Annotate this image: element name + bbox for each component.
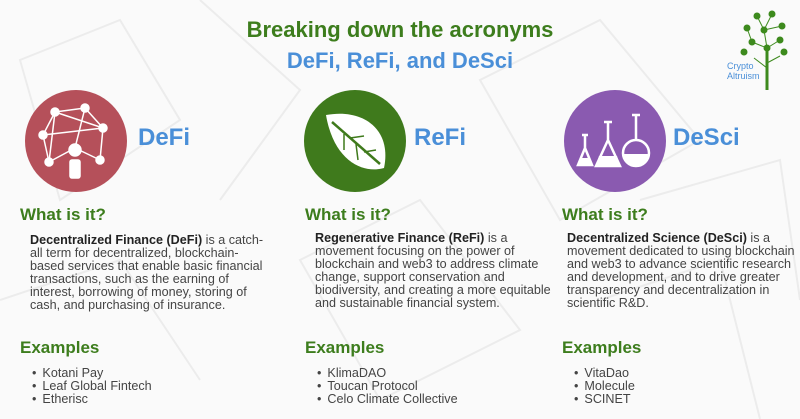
- defi-label: DeFi: [138, 124, 191, 151]
- defi-examples-list: Kotani Pay Leaf Global Fintech Etherisc: [32, 367, 152, 406]
- page-title: Breaking down the acronyms: [246, 17, 554, 42]
- list-item: Etherisc: [32, 393, 152, 406]
- list-item: Celo Climate Collective: [317, 393, 457, 406]
- refi-examples-list: KlimaDAO Toucan Protocol Celo Climate Co…: [317, 367, 458, 406]
- refi-examples-heading: Examples: [305, 338, 385, 357]
- desci-column: What is it? Decentralized Science (DeSci…: [562, 205, 800, 406]
- refi-column: What is it? Regenerative Finance (ReFi) …: [305, 205, 565, 406]
- desci-description: Decentralized Science (DeSci) is a movem…: [567, 231, 795, 310]
- list-item: Toucan Protocol: [317, 380, 458, 393]
- list-item: Kotani Pay: [32, 367, 152, 380]
- list-item: KlimaDAO: [317, 367, 458, 380]
- list-item: VitaDao: [574, 367, 635, 380]
- desci-examples-list: VitaDao Molecule SCINET: [574, 367, 635, 406]
- defi-column: What is it? Decentralized Finance (DeFi)…: [20, 205, 280, 406]
- desci-flasks-icon: [564, 90, 666, 192]
- desci-label: DeSci: [673, 124, 740, 151]
- refi-leaf-icon: [304, 90, 406, 192]
- defi-examples-heading: Examples: [20, 338, 100, 357]
- refi-description: Regenerative Finance (ReFi) is a movemen…: [315, 231, 551, 310]
- list-item: Leaf Global Fintech: [32, 380, 151, 393]
- defi-what-heading: What is it?: [20, 205, 106, 224]
- list-item: SCINET: [574, 393, 635, 406]
- list-item: Molecule: [574, 380, 634, 393]
- defi-network-icon: [25, 90, 127, 192]
- crypto-altruism-logo-tree-icon: [740, 10, 788, 90]
- desci-examples-heading: Examples: [562, 338, 642, 357]
- refi-what-heading: What is it?: [305, 205, 391, 224]
- page-subtitle: DeFi, ReFi, and DeSci: [286, 48, 514, 73]
- defi-description: Decentralized Finance (DeFi) is a catch-…: [30, 233, 264, 312]
- refi-label: ReFi: [414, 124, 467, 151]
- desci-what-heading: What is it?: [562, 205, 648, 224]
